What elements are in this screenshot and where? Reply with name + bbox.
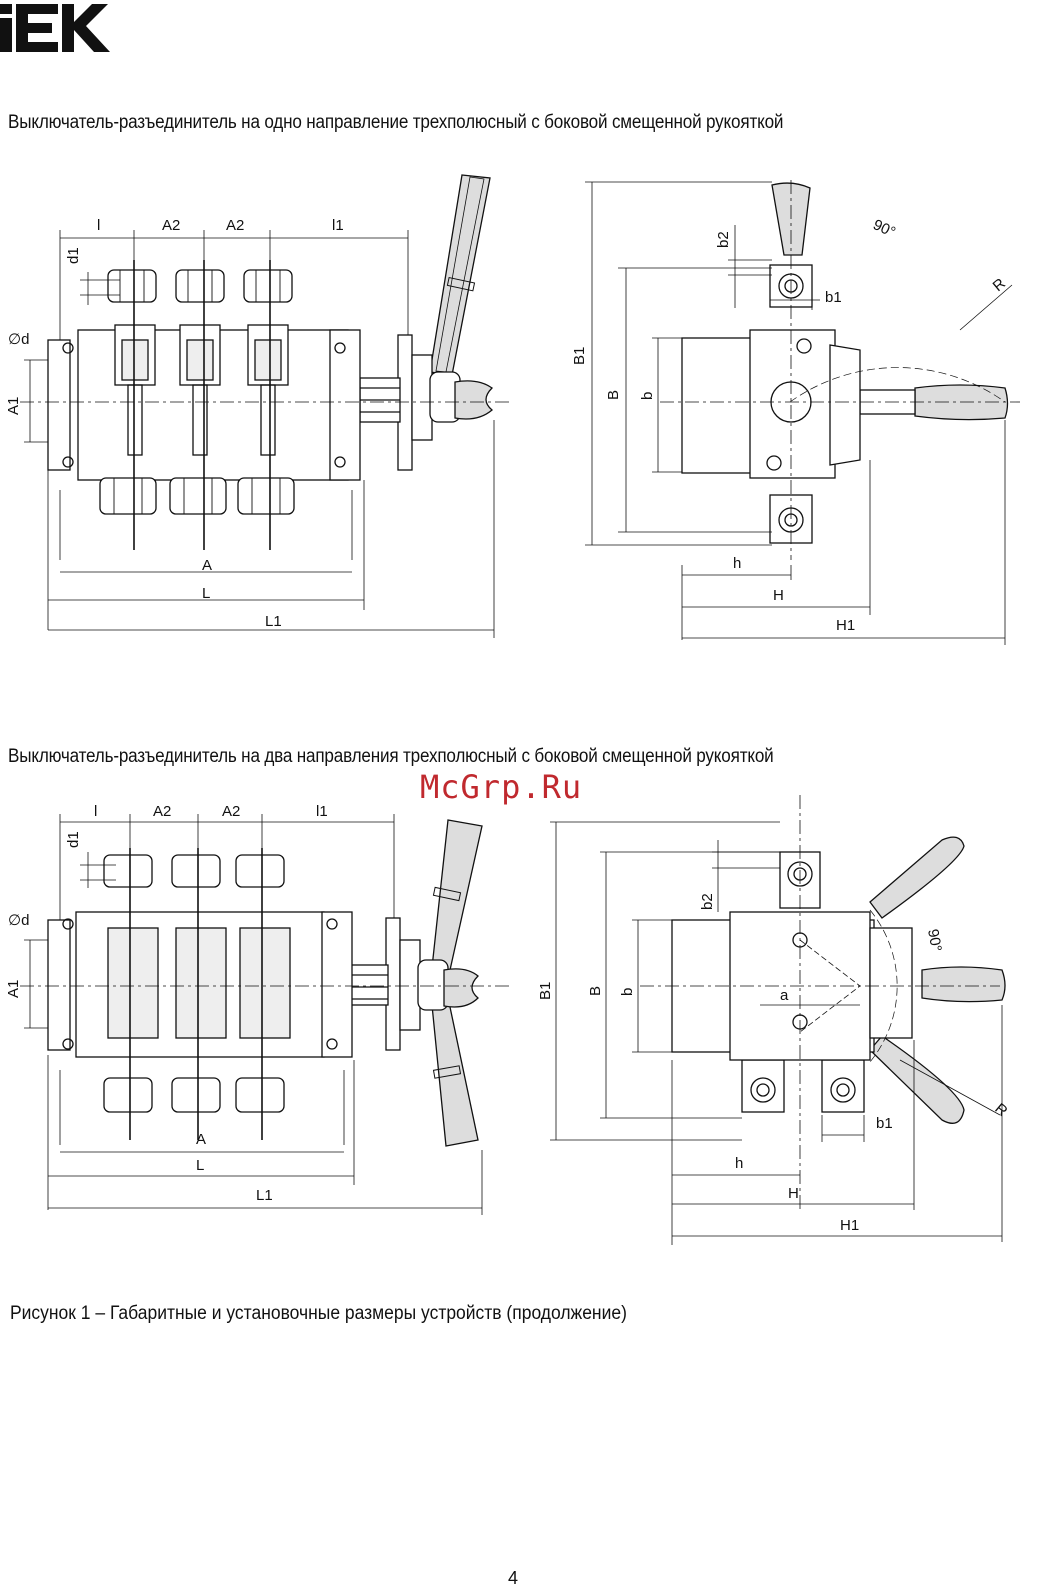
- brand-logo: [0, 0, 120, 56]
- dim-b-inner-label: b: [619, 988, 636, 996]
- dim-a2-left-label: A2: [153, 803, 171, 820]
- dim-H1-label: H1: [836, 617, 855, 634]
- dim-a-small-label: a: [780, 987, 789, 1004]
- dim-l-label: l: [97, 217, 100, 234]
- dim-l-label: l: [94, 803, 97, 820]
- dim-a2-right-label: A2: [226, 217, 244, 234]
- dim-l1-label: l1: [332, 217, 344, 234]
- dim-b-outer-label: B: [587, 986, 604, 996]
- dim-b1-total-label: B1: [571, 347, 588, 365]
- figure-caption: Рисунок 1 – Габаритные и установочные ра…: [10, 1303, 627, 1324]
- dim-H1-label: H1: [840, 1217, 859, 1234]
- dim-h-label: h: [733, 555, 741, 572]
- watermark: McGrp.Ru: [420, 768, 583, 806]
- dim-angle-label: 90°: [924, 928, 945, 953]
- dim-H-label: H: [788, 1185, 799, 1202]
- dim-L1-label: L1: [265, 613, 282, 630]
- dim-R-label: R: [991, 1100, 1010, 1120]
- heading-one-direction: Выключатель-разъединитель на одно направ…: [8, 112, 784, 133]
- figure-1-front-view: l A2 A2 l1 d1 ∅d A1 A L L1: [0, 160, 520, 650]
- dim-H-label: H: [773, 587, 784, 604]
- dim-L1-label: L1: [256, 1187, 273, 1204]
- dim-a1-label: A1: [5, 980, 22, 998]
- dim-h-label: h: [735, 1155, 743, 1172]
- dim-d1-label: d1: [65, 831, 82, 848]
- dim-a-label: A: [202, 557, 212, 574]
- dim-a2-right-label: A2: [222, 803, 240, 820]
- dim-angle-label: 90°: [870, 216, 898, 241]
- dim-b-inner-label: b: [639, 392, 656, 400]
- dim-b2-label: b2: [715, 231, 732, 248]
- dim-d-label: ∅d: [8, 331, 29, 348]
- dim-a2-left-label: A2: [162, 217, 180, 234]
- dim-L-label: L: [196, 1157, 204, 1174]
- dim-L-label: L: [202, 585, 210, 602]
- iek-logo-icon: [0, 4, 110, 52]
- dim-b-outer-label: B: [605, 390, 622, 400]
- dim-b2-label: b2: [699, 893, 716, 910]
- dim-b1-label: b1: [876, 1115, 893, 1132]
- dim-l1-label: l1: [316, 803, 328, 820]
- page-number: 4: [508, 1568, 519, 1588]
- dim-d-label: ∅d: [8, 912, 29, 929]
- dim-R-label: R: [990, 275, 1009, 295]
- dim-a-label: A: [196, 1131, 206, 1148]
- dim-a1-label: A1: [5, 397, 22, 415]
- dim-b1-label: b1: [825, 289, 842, 306]
- dim-d1-label: d1: [65, 247, 82, 264]
- figure-2-front-view: l A2 A2 l1 d1 ∅d A1 A L L1: [0, 790, 520, 1220]
- dim-b1-total-label: B1: [537, 982, 554, 1000]
- figure-1-side-view: B1 B b b2 b1 90° R h H H1: [560, 160, 1030, 650]
- heading-two-directions: Выключатель-разъединитель на два направл…: [8, 746, 774, 767]
- figure-2-side-view: B1 B b b2 a 90° R b1 h H H1: [530, 790, 1030, 1250]
